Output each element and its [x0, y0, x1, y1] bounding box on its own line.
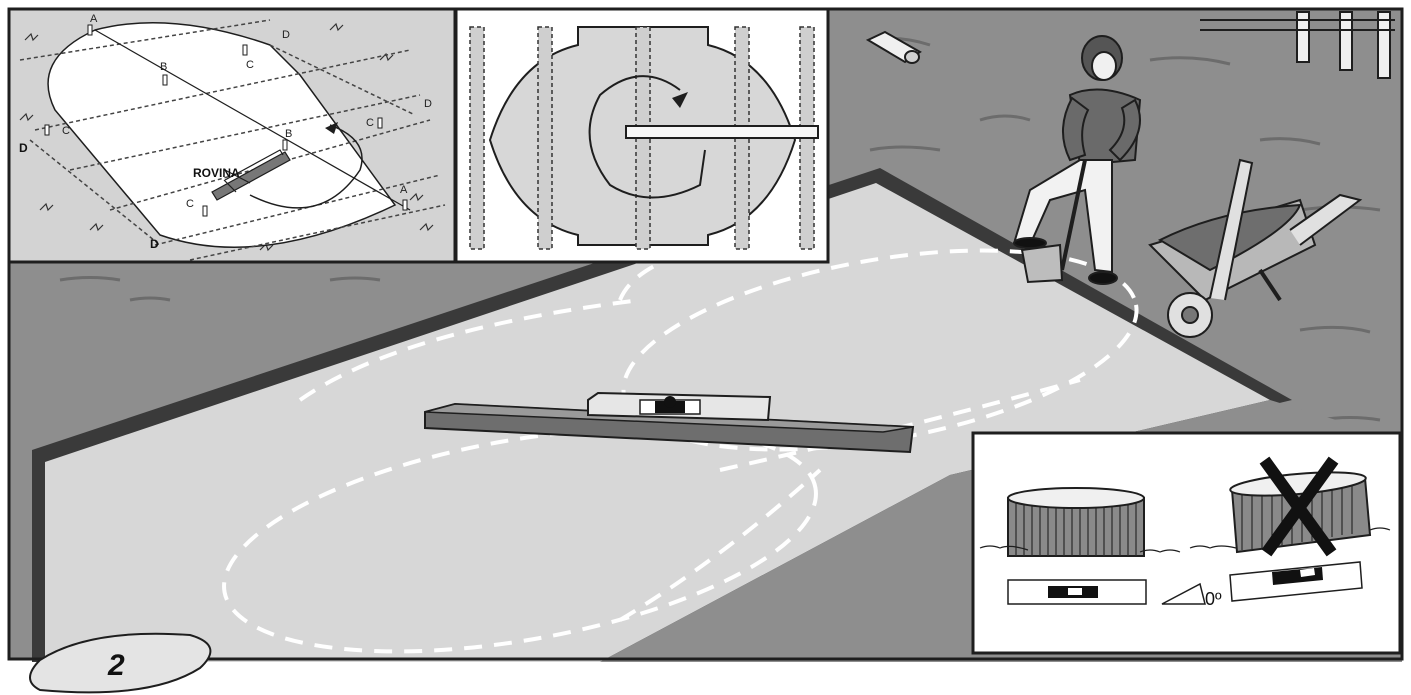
- marker-b-top: B: [160, 61, 167, 73]
- marker-d-left: D: [19, 141, 28, 155]
- marker-d-top: D: [282, 29, 290, 41]
- pool-level-correct: [979, 487, 1181, 605]
- marker-a-top: A: [90, 13, 98, 25]
- main-frame: [7, 7, 1404, 661]
- bottle: [865, 30, 922, 64]
- marker-a-right: A: [400, 184, 408, 196]
- marker-d-right: D: [424, 98, 432, 110]
- inset-level-check: 0º: [971, 431, 1402, 655]
- wheelbarrow: [1148, 158, 1363, 338]
- inset-rotation-plan: [454, 7, 830, 264]
- leveling-board: [424, 391, 915, 454]
- rovina-label: ROVINA: [193, 166, 240, 180]
- angle-label: 0º: [1205, 589, 1222, 609]
- step-number: 2: [107, 649, 125, 682]
- marker-c-right: C: [366, 117, 374, 129]
- marker-c-left: C: [62, 125, 70, 137]
- marker-c-top: C: [246, 59, 254, 71]
- pool-level-incorrect: 0º: [1161, 456, 1391, 609]
- step-badge: 2: [29, 632, 212, 694]
- marker-b-mid: B: [285, 128, 292, 140]
- worker-figure: [1013, 35, 1142, 285]
- marker-d-bottom: D: [150, 237, 159, 251]
- inset-layout-plan: A B C D D C B A C D C D ROVINA: [7, 7, 457, 264]
- cross-mark-icon: [1259, 456, 1339, 557]
- marker-c-bottom: C: [186, 198, 194, 210]
- fence: [1200, 11, 1395, 79]
